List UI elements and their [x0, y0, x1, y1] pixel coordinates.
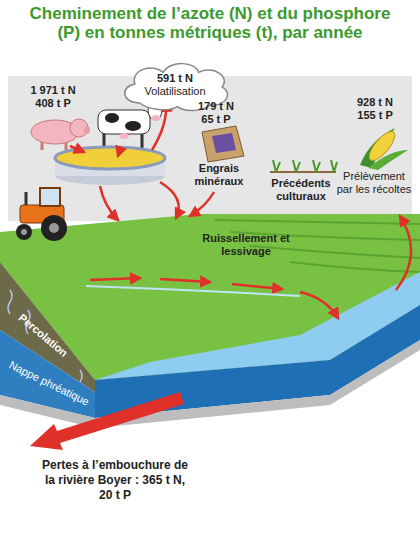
cow-leg — [141, 132, 144, 150]
wheel-hub — [49, 223, 59, 233]
wave — [80, 370, 82, 382]
furrow — [215, 220, 420, 224]
soil-line — [270, 171, 336, 173]
fertilizer-arrow — [190, 192, 214, 216]
tractor-exhaust — [25, 192, 28, 205]
wave — [8, 290, 12, 314]
quantity-label: 155 t P — [345, 109, 405, 122]
fertilizer-bag — [202, 126, 244, 162]
uptake-arrow — [396, 216, 411, 290]
uptake-label: Prélèvement par les récoltes — [334, 170, 414, 196]
flow-arrows — [70, 102, 411, 318]
quantity-label: 928 t N — [345, 96, 405, 109]
pig-snout — [84, 126, 90, 134]
tractor-wheel — [16, 224, 32, 240]
runoff-arrow — [300, 292, 338, 318]
tractor-figure — [16, 188, 67, 241]
cow-body — [98, 110, 150, 134]
stubble — [273, 160, 280, 172]
runoff-arrow — [160, 279, 210, 282]
runoff-arrow — [232, 284, 282, 289]
process-label: Ruissellement et lessivage — [200, 232, 292, 258]
pig-figure — [31, 119, 90, 150]
quantity-label: 408 t P — [18, 97, 88, 110]
wheel-hub — [21, 229, 27, 235]
node-label: Volatilisation — [144, 85, 205, 98]
cow-spot — [125, 121, 141, 131]
furrow — [290, 262, 420, 272]
runoff-stream — [86, 286, 300, 296]
loss-arrow — [30, 392, 184, 450]
tractor-wheel — [41, 215, 67, 241]
quantity-label: 65 t P — [190, 113, 242, 126]
cow-spot — [105, 113, 119, 123]
bag-label — [212, 133, 236, 153]
quantity-label: 179 t N — [190, 100, 242, 113]
cow-muzzle — [151, 115, 161, 121]
furrow — [250, 246, 420, 258]
stubble — [293, 160, 300, 172]
manure-arrow — [70, 146, 84, 152]
tank-top — [55, 147, 165, 169]
spreading-arrow — [100, 186, 118, 220]
cow-udder — [119, 133, 129, 139]
water-front — [95, 305, 420, 418]
quantity-label: 1 971 t N — [18, 84, 88, 97]
tractor-cab — [40, 188, 60, 206]
corn-leaf — [368, 150, 408, 170]
source-label: Engrais minéraux — [186, 162, 252, 188]
loss-note: Pertes à l’embouchure de la rivière Boye… — [40, 458, 190, 503]
stubble — [313, 160, 320, 172]
manure-tank — [55, 147, 165, 185]
diagram-title: Cheminement de l’azote (N) et du phospho… — [25, 4, 395, 42]
manure-arrow — [118, 150, 120, 156]
crop-residues — [270, 160, 337, 172]
spreading-arrow — [160, 182, 179, 218]
corn-figure — [360, 128, 408, 170]
runoff-arrow — [90, 278, 140, 280]
source-label: Précédents culturaux — [262, 177, 340, 203]
node-value: 591 t N — [144, 72, 205, 85]
stubble — [331, 160, 337, 172]
node-text-box: 591 t NVolatilisation — [144, 72, 205, 98]
bag-outline — [202, 126, 244, 162]
